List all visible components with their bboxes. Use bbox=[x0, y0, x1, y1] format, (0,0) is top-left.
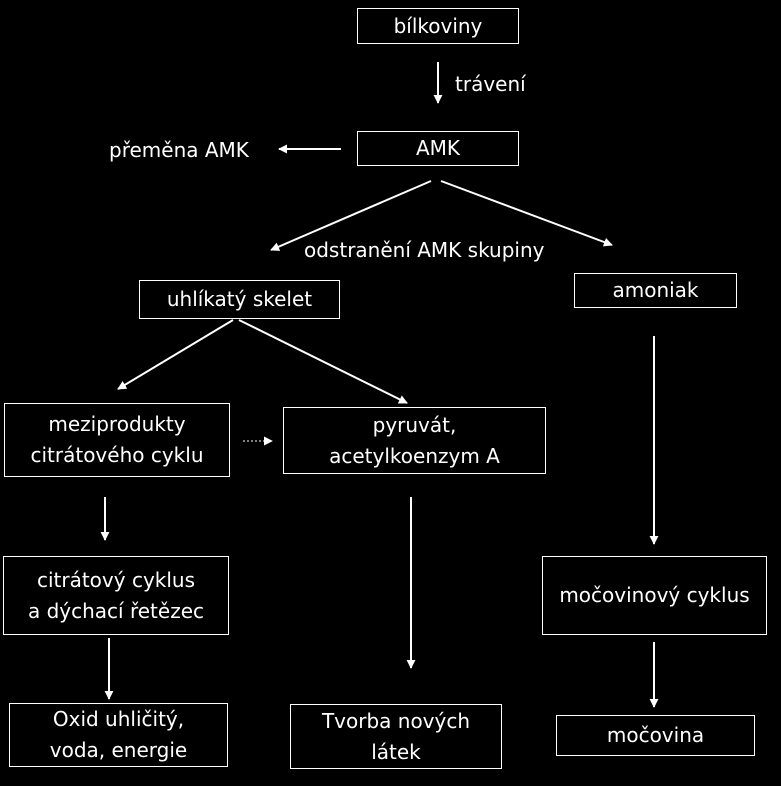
label-odstraneni: odstranění AMK skupiny bbox=[304, 238, 545, 262]
node-bilkoviny: bílkoviny bbox=[357, 8, 519, 44]
arrow-amk-skelet bbox=[270, 180, 432, 251]
label-premena: přeměna AMK bbox=[109, 138, 249, 162]
node-citratovy-cyklus: citrátový cyklus a dýchací řetězec bbox=[3, 556, 229, 635]
node-tvorba: Tvorba nových látek bbox=[290, 704, 502, 769]
node-mocovinovy-cyklus: močovinový cyklus bbox=[542, 556, 767, 635]
node-amoniak: amoniak bbox=[574, 273, 737, 308]
node-pyruvat: pyruvát, acetylkoenzym A bbox=[283, 407, 546, 474]
arrow-skelet-pyruvat bbox=[238, 319, 408, 404]
node-amk: AMK bbox=[357, 131, 519, 166]
node-oxid: Oxid uhličitý, voda, energie bbox=[9, 703, 228, 767]
arrow-skelet-meziprodukty bbox=[117, 319, 234, 390]
label-traveni: trávení bbox=[455, 72, 526, 96]
arrow-amk-amoniak bbox=[440, 180, 613, 247]
node-mocovina: močovina bbox=[556, 715, 755, 756]
node-skelet: uhlíkatý skelet bbox=[139, 280, 340, 319]
node-meziprodukty: meziprodukty citrátového cyklu bbox=[4, 403, 230, 477]
